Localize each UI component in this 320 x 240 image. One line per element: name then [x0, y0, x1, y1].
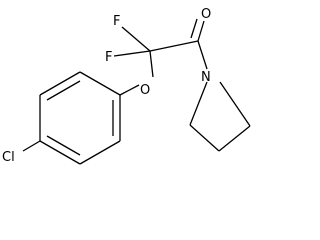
bond-carbonyl-o-1	[197, 20, 205, 42]
bond-cf2-carbonyl	[149, 40, 199, 52]
bond-carbonyl-n	[197, 40, 208, 70]
chlorine-label: Cl	[2, 150, 15, 165]
bond-ring-4	[79, 71, 121, 96]
molecule-structure: Cl O O N F F	[2, 7, 251, 165]
bond-ring-double-1	[46, 135, 81, 156]
bond-cf2-f-lower	[113, 50, 151, 57]
bond-ring-5	[39, 71, 81, 96]
bond-pyrrolidine-1	[189, 81, 208, 126]
nitrogen-label: N	[201, 70, 211, 85]
bond-cl-ring	[22, 140, 41, 152]
bond-pyrrolidine-4	[219, 81, 251, 127]
fluorine-lower-label: F	[105, 50, 112, 65]
fluorine-upper-label: F	[113, 14, 120, 29]
bond-pyrrolidine-2	[189, 124, 220, 152]
bond-ring-2	[79, 140, 121, 165]
bond-cf2-f-upper	[121, 26, 151, 52]
bond-lines	[22, 18, 251, 165]
atom-labels: Cl O O N F F	[2, 7, 211, 165]
bond-ring-1	[39, 140, 81, 165]
bond-ring-double-3	[46, 80, 81, 101]
bond-carbonyl-o-2	[190, 18, 198, 39]
bond-pyrrolidine-3	[218, 125, 251, 152]
bond-o-cf2	[149, 50, 154, 78]
carbonyl-oxygen-label: O	[201, 7, 211, 22]
bond-ring-o	[119, 84, 140, 96]
ether-oxygen-label: O	[140, 83, 150, 98]
